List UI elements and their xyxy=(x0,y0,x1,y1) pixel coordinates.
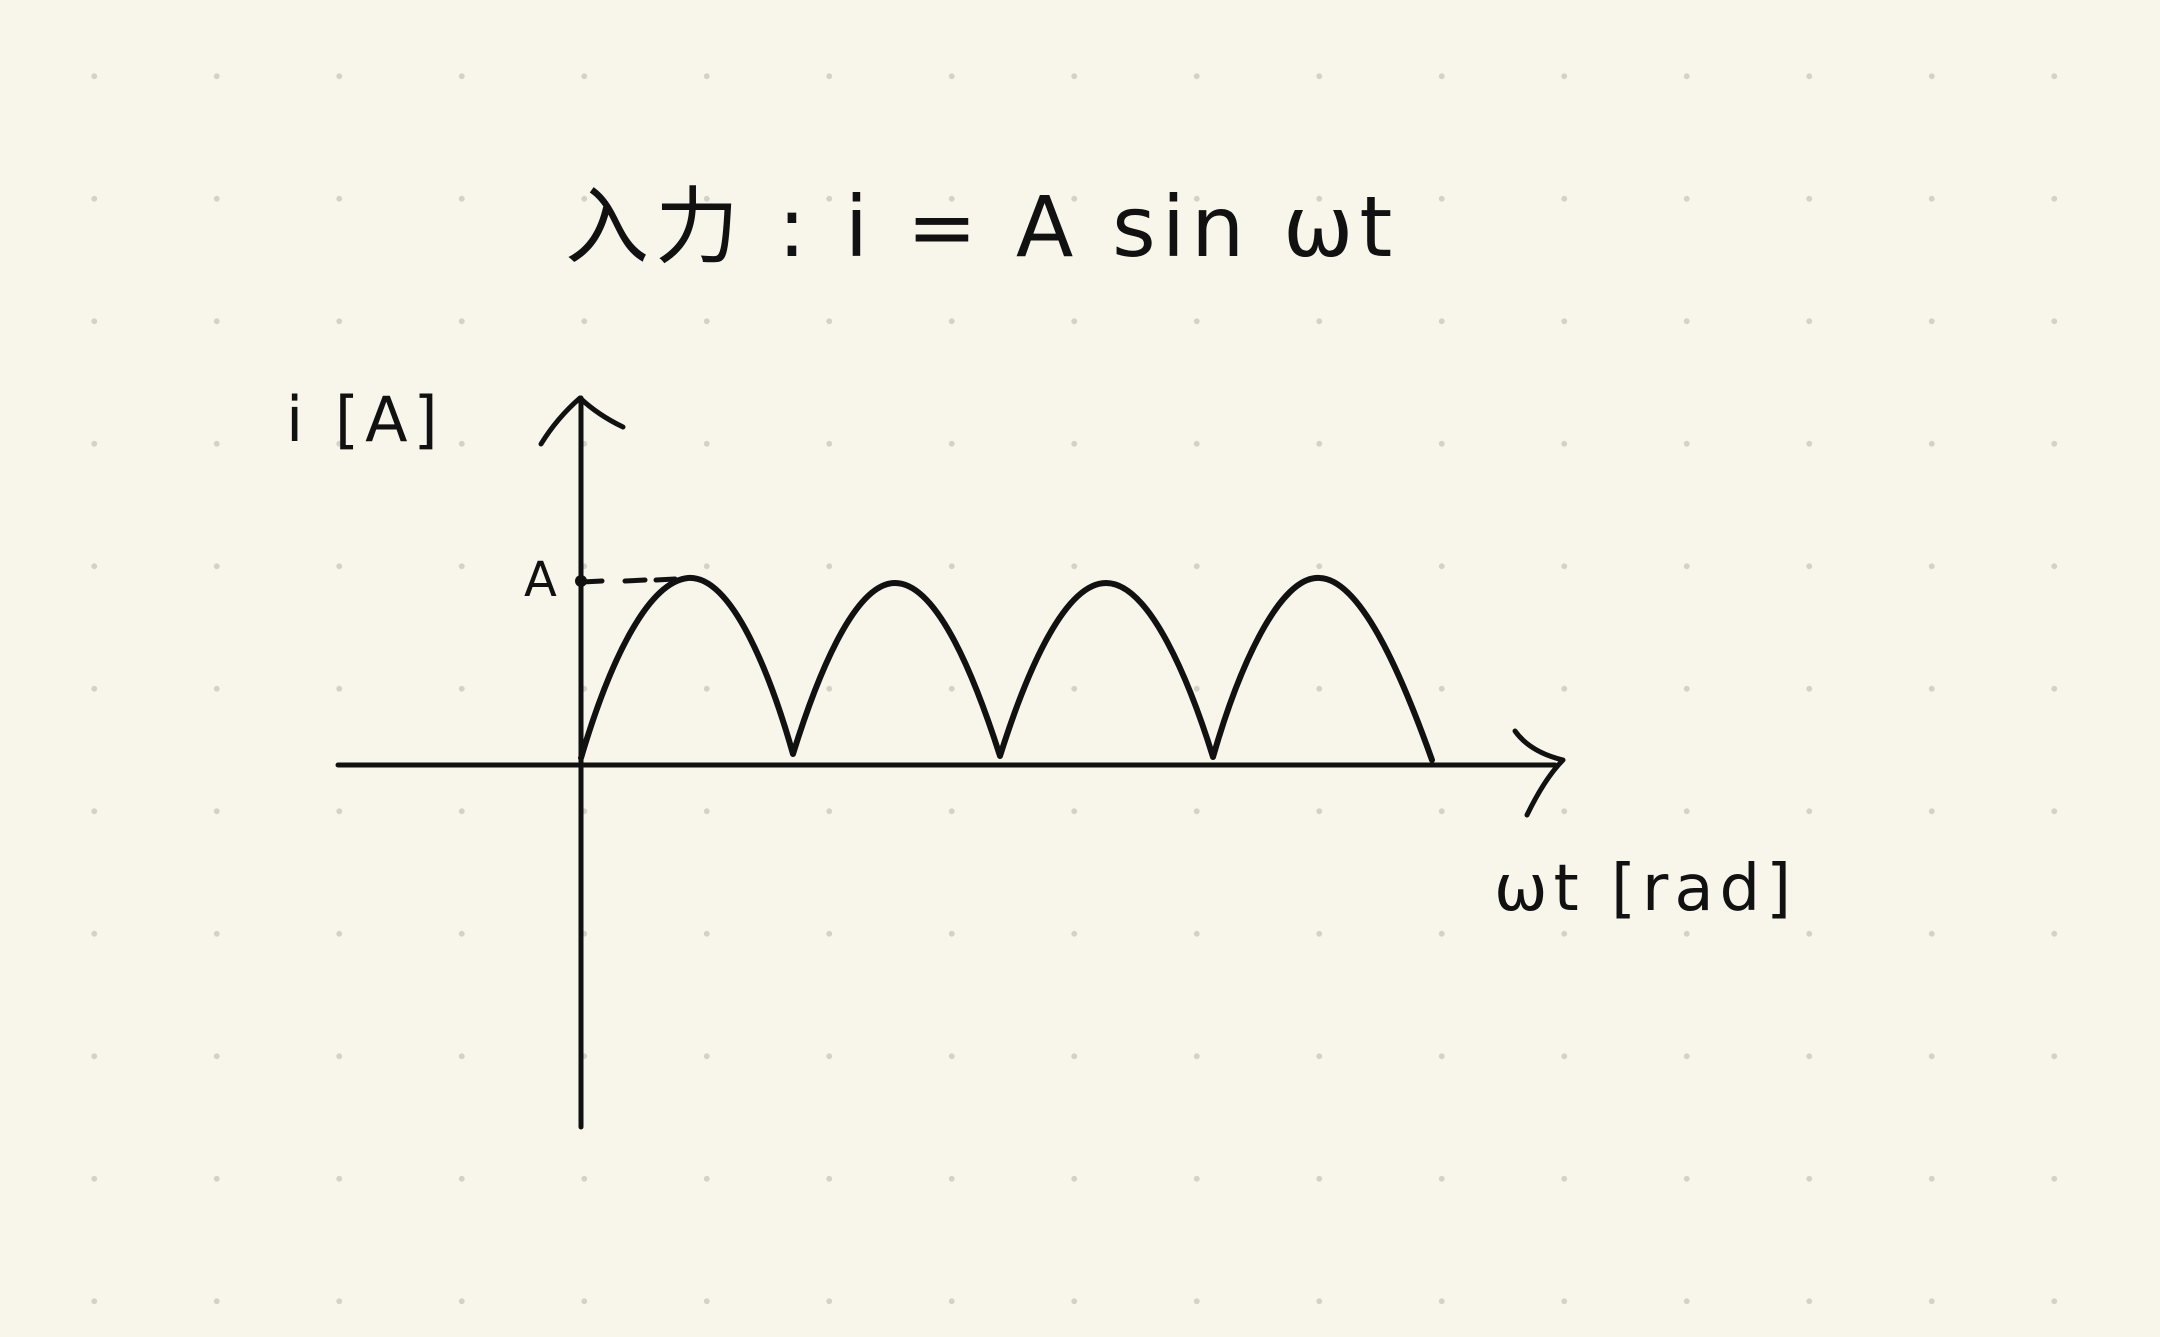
x-axis-label: ωt [rad] xyxy=(1494,852,1798,926)
y-axis-label: i [A] xyxy=(286,383,444,456)
amplitude-tick-dot xyxy=(575,575,587,587)
x-axis-arrowhead xyxy=(1512,728,1566,818)
amplitude-tick-label: A xyxy=(524,552,563,608)
equation-title: 入力 : i = A sin ωt xyxy=(565,178,1399,276)
y-axis-arrowhead xyxy=(538,395,626,447)
amplitude-dashed-guide xyxy=(579,576,678,585)
rectified-sine-waveform xyxy=(578,574,1435,763)
